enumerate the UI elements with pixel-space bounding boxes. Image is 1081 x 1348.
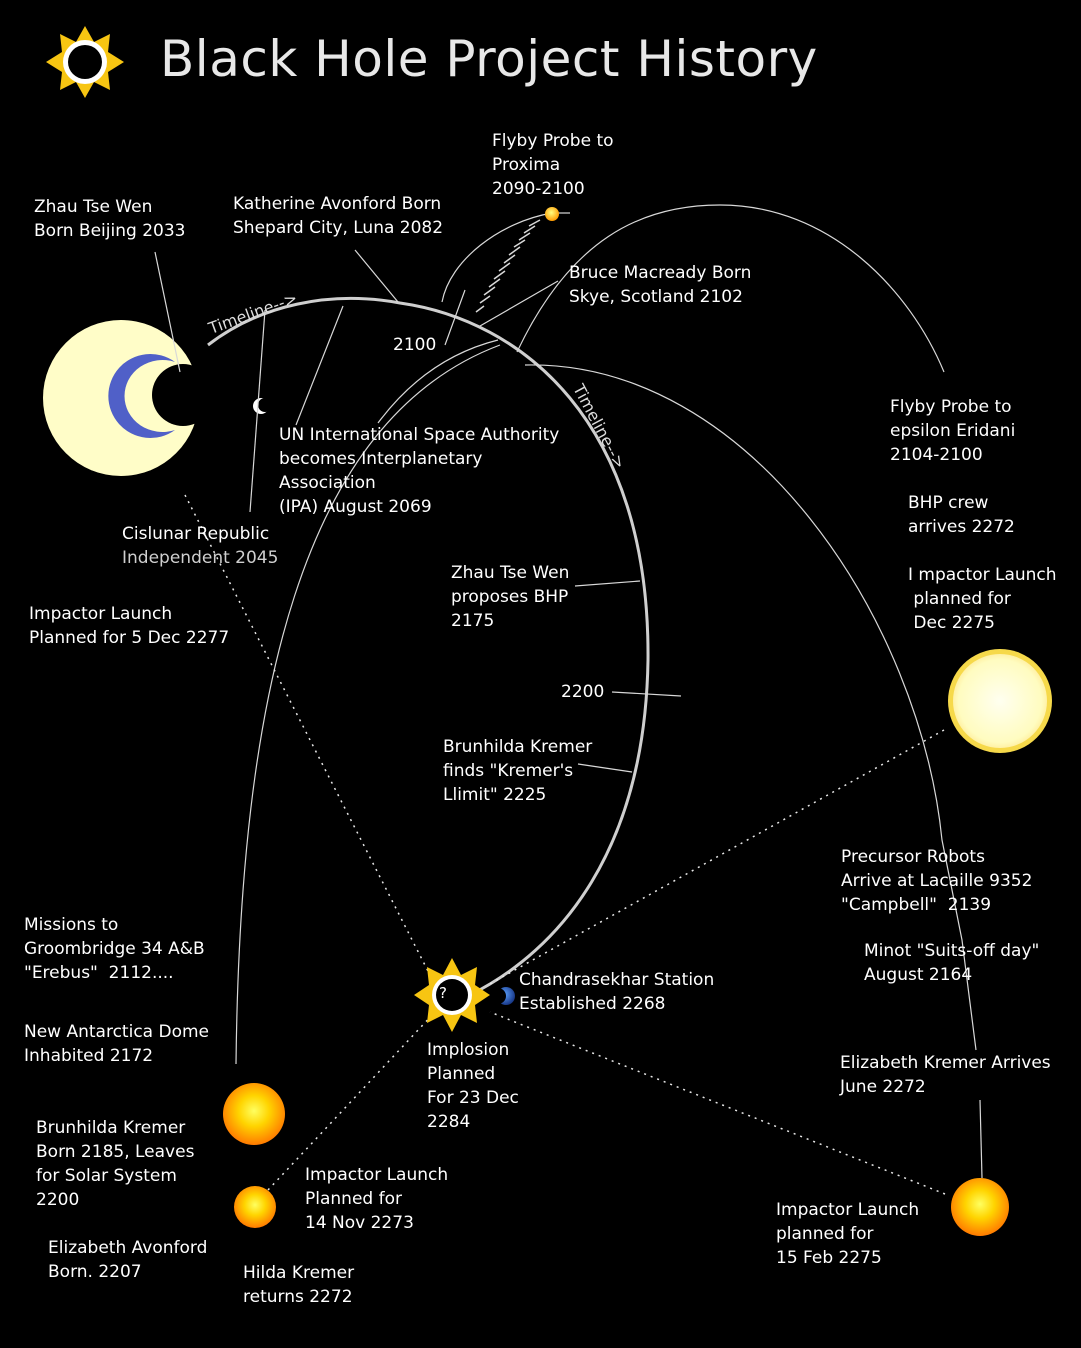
label-implosion: Implosion Planned For 23 Dec 2284: [427, 1040, 519, 1132]
earth-planet-icon: [43, 320, 214, 476]
label-flyby-eridani: Flyby Probe to epsilon Eridani 2104-2100: [890, 397, 1016, 465]
label-hilda-returns: Hilda Kremer returns 2272: [243, 1263, 355, 1307]
label-impactor-15-feb: Impactor Launch planned for 15 Feb 2275: [776, 1200, 920, 1268]
label-zhau-proposes: Zhau Tse Wen proposes BHP 2175: [451, 563, 570, 631]
label-elizabeth-arrives: Elizabeth Kremer Arrives June 2272: [840, 1053, 1051, 1097]
label-minot: Minot "Suits-off day" August 2164: [864, 941, 1040, 985]
center-question-mark: ?: [439, 984, 447, 1002]
arc-chandrasekhar: [377, 339, 499, 424]
label-impactor-14-nov: Impactor Launch Planned for 14 Nov 2273: [305, 1165, 449, 1233]
title-logo-icon: [46, 26, 124, 98]
label-bruce-born: Bruce Macready Born Skye, Scotland 2102: [569, 263, 752, 307]
tick-2100: 2100: [393, 335, 437, 355]
label-missions-groombridge: Missions to Groombridge 34 A&B "Erebus" …: [24, 915, 205, 983]
orange-star-right-icon: [951, 1178, 1009, 1236]
label-chandrasekhar: Chandrasekhar Station Established 2268: [519, 970, 715, 1014]
label-elizabeth-born: Elizabeth Avonford Born. 2207: [48, 1238, 208, 1282]
label-brunhilda-limit: Brunhilda Kremer finds "Kremer's Llimit"…: [443, 737, 593, 805]
label-un-space-authority: UN International Space Authority becomes…: [279, 425, 560, 517]
impactor-trajectories: [184, 494, 946, 1195]
label-precursor-robots: Precursor Robots Arrive at Lacaille 9352…: [841, 847, 1033, 915]
arc-groombridge: [235, 344, 501, 1065]
moon-crescent-icon: [253, 398, 272, 414]
orange-star-large-icon: [223, 1083, 285, 1145]
label-cislunar-independent: Independent 2045: [122, 548, 279, 568]
label-flyby-proxima: Flyby Probe to Proxima 2090-2100: [492, 131, 614, 199]
label-brunhilda-born: Brunhilda Kremer Born 2185, Leaves for S…: [36, 1118, 195, 1210]
center-black-hole-icon: [414, 958, 490, 1032]
label-zhau-born: Zhau Tse Wen Born Beijing 2033: [34, 197, 186, 241]
label-bhp-crew: BHP crew arrives 2272: [908, 493, 1015, 537]
proxima-probe-beam: [475, 219, 541, 313]
arc-eridani: [516, 204, 945, 373]
leader-lines: [154, 249, 682, 773]
page-title: Black Hole Project History: [160, 30, 818, 88]
proxima-probe-icon: [545, 207, 559, 221]
label-new-antarctica: New Antarctica Dome Inhabited 2172: [24, 1022, 209, 1066]
label-katherine-born: Katherine Avonford Born Shepard City, Lu…: [233, 194, 444, 238]
timeline-orbit-path: [207, 297, 650, 997]
label-cislunar-republic: Cislunar Republic: [122, 524, 270, 544]
label-impactor-dec-2275: I mpactor Launch planned for Dec 2275: [908, 565, 1057, 633]
tick-2200: 2200: [561, 682, 605, 702]
arc-proxima: [441, 212, 553, 303]
orange-star-small-icon: [234, 1186, 276, 1228]
arc-lacaille: [524, 364, 977, 1051]
label-impactor-5-dec-2277: Impactor Launch Planned for 5 Dec 2277: [29, 604, 230, 648]
